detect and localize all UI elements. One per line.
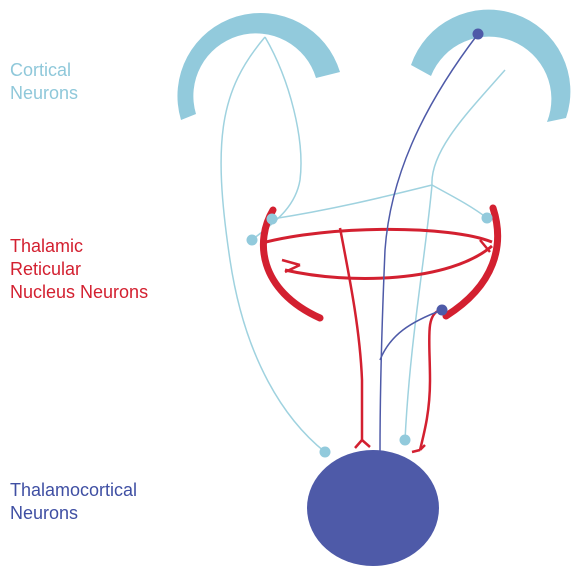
cortical-synapse-trn-right [482, 213, 493, 224]
cortical-axon-left-to-trn [252, 37, 301, 240]
cortical-neuron-arc-left [177, 13, 340, 120]
trn-neuron-arc-left [263, 210, 320, 318]
trn-neuron-arc-right [446, 208, 498, 316]
cortical-synapse-thalamus-right [400, 435, 411, 446]
cortical-axon-left [221, 37, 325, 452]
trn-terminal-branch [355, 440, 425, 452]
trn-dendrite-ring [262, 229, 492, 243]
trn-axon-to-thalamus-right [420, 310, 440, 450]
cortical-synapse-trn-left-1 [267, 214, 278, 225]
cortical-synapse-trn-left-2 [247, 235, 258, 246]
trn-dendrite-ring-lower [285, 246, 492, 279]
cortical-neuron-arc-right [411, 10, 570, 122]
thalamocortical-neuron-body [307, 450, 439, 566]
trn-axon-to-thalamus-left [340, 228, 362, 440]
cortical-synapse-thalamus-left [320, 447, 331, 458]
thalamocortical-synapse-trn [437, 305, 448, 316]
thalamocortical-synapse-cortex [473, 29, 484, 40]
thalamocortical-neurons-label: Thalamocortical Neurons [10, 479, 137, 525]
cortical-neurons-label: Cortical Neurons [10, 59, 78, 105]
trn-neurons-label: Thalamic Reticular Nucleus Neurons [10, 235, 148, 304]
cortical-axon-cross [272, 185, 487, 219]
